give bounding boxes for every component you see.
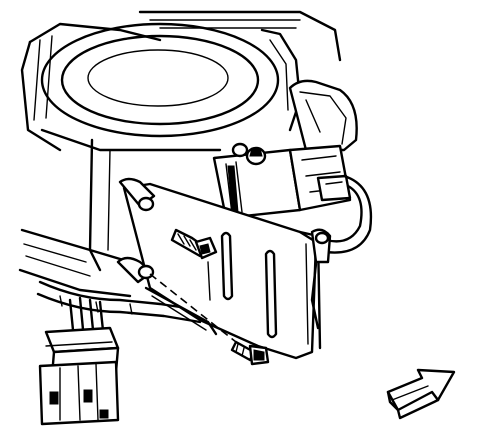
bracket-bolt-lower bbox=[149, 273, 270, 366]
blower-motor-resistor-module bbox=[212, 79, 373, 254]
wiring-harness-connector bbox=[38, 296, 120, 426]
forward-direction-arrow bbox=[386, 368, 456, 420]
mounting-bracket bbox=[116, 177, 332, 360]
bracket-bolt-upper bbox=[170, 228, 218, 260]
blower-motor-housing bbox=[18, 10, 342, 324]
